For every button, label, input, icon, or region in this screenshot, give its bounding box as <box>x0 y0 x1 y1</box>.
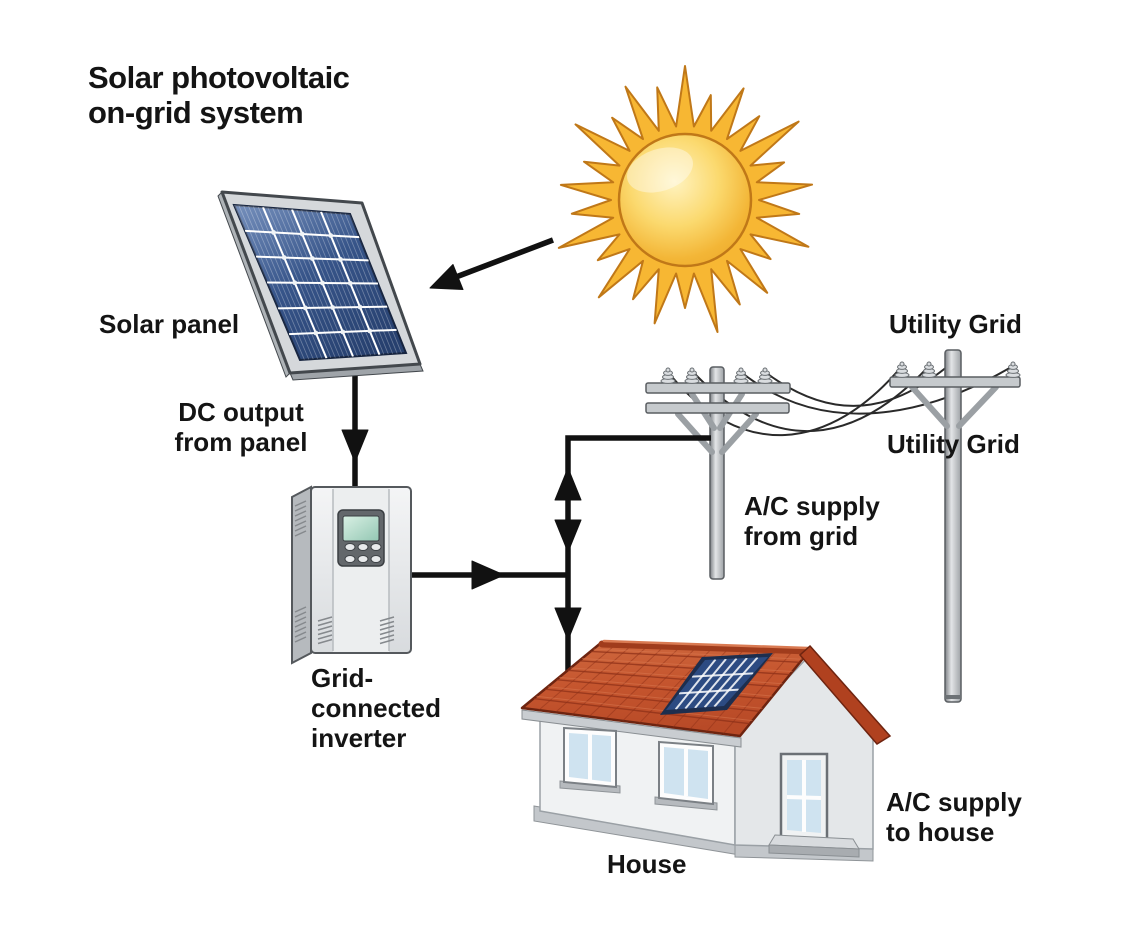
house-icon <box>520 639 892 862</box>
inverter-icon <box>291 485 412 665</box>
sun-icon <box>557 65 814 333</box>
inverter-display-screen <box>342 515 380 542</box>
rooftop-solar-panel <box>660 653 773 715</box>
page-title: Solar photovoltaic on-grid system <box>88 60 350 130</box>
utility-pole-right <box>889 349 1021 703</box>
house-door <box>768 752 860 858</box>
utility-grid-icon <box>645 349 1021 703</box>
dc-output-label: DC output from panel <box>174 397 308 457</box>
roof-gable-edge <box>798 644 892 745</box>
utility-pole-left <box>645 366 791 580</box>
sun-disc <box>617 132 753 268</box>
solar-panel-label: Solar panel <box>99 309 240 339</box>
house-window-left <box>559 726 621 794</box>
house-gable-wall <box>734 653 874 850</box>
inverter-label: Grid- connected inverter <box>311 663 442 753</box>
ac-supply-to-house-label: A/C supply to house <box>886 787 1022 847</box>
sunlight-arrow <box>429 237 554 290</box>
ac-supply-from-grid-label: A/C supply from grid <box>744 491 880 551</box>
utility-grid-label-top: Utility Grid <box>889 309 1022 339</box>
insulators-left <box>660 367 773 384</box>
inverter-vents <box>294 500 395 645</box>
inverter-buttons <box>344 543 382 563</box>
house-window-right <box>654 740 718 811</box>
utility-grid-label-bottom: Utility Grid <box>887 429 1020 459</box>
up-arrowhead <box>554 467 582 501</box>
down-arrowhead-house <box>554 607 582 641</box>
sun-glint <box>627 147 693 193</box>
connection-lines <box>341 370 711 672</box>
page-title-line1: Solar photovoltaic <box>88 60 350 95</box>
dc-arrowhead <box>341 429 369 463</box>
solar-panel-icon <box>217 190 424 381</box>
insulators-right <box>894 361 1021 378</box>
house-label: House <box>607 849 687 879</box>
down-arrowhead-grid <box>554 519 582 553</box>
page-title-line2: on-grid system <box>88 95 304 130</box>
right-arrowhead <box>471 560 505 590</box>
junction-trunk <box>565 435 711 672</box>
